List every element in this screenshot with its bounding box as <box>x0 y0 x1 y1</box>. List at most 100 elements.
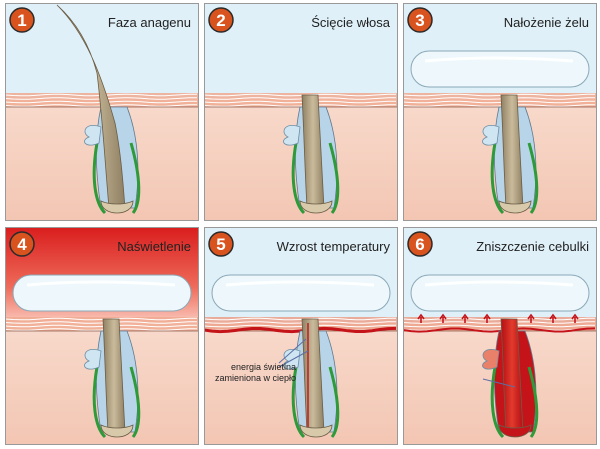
heat-arrow <box>549 313 557 323</box>
skin-line <box>403 100 596 104</box>
epidermis-layer <box>5 317 199 331</box>
step-number: 6 <box>415 235 424 254</box>
step-badge: 3 <box>407 7 433 33</box>
step-badge-circle <box>407 7 433 33</box>
sebaceous-gland <box>84 349 102 370</box>
skin-line <box>204 321 397 324</box>
skin-line <box>5 324 198 328</box>
gel-highlight <box>424 56 574 63</box>
skin-line <box>204 93 397 97</box>
panel-frame <box>5 3 199 221</box>
follicle-green-right <box>328 142 340 214</box>
skin-line <box>403 104 596 107</box>
step-badge: 4 <box>9 231 35 257</box>
step-number: 2 <box>216 11 225 30</box>
hair-bulb <box>299 200 333 214</box>
step-title: Zniszczenie cebulki <box>476 239 589 254</box>
panel-body <box>5 227 199 445</box>
skin-line <box>204 104 397 107</box>
panel-body <box>403 227 597 445</box>
annotation-arrow <box>482 378 516 388</box>
heat-arrow <box>483 313 491 323</box>
panel-4: 4 Naświetlenie <box>5 227 199 445</box>
sebaceous-gland <box>283 125 301 146</box>
annotation-arrow <box>278 350 309 368</box>
gel-highlight <box>225 280 375 287</box>
step-badge: 5 <box>208 231 234 257</box>
step-number: 4 <box>17 235 27 254</box>
follicle-green-left <box>92 142 107 215</box>
skin-line <box>5 328 198 331</box>
heat-arrow <box>417 313 425 323</box>
skin-line <box>403 97 596 100</box>
epidermis-layer <box>204 93 398 107</box>
hair-bulb <box>100 424 134 438</box>
hair-bulb <box>100 200 134 214</box>
hair-bulb <box>498 424 532 438</box>
hair-shaft <box>500 94 524 209</box>
step-badge: 1 <box>9 7 35 33</box>
step-title: Nałożenie żelu <box>504 15 589 30</box>
step-title: Naświetlenie <box>117 239 191 254</box>
follicle-green-right <box>129 366 141 438</box>
panel-body <box>5 3 199 221</box>
panel-body <box>204 3 398 221</box>
skin-line <box>204 100 397 104</box>
step-number: 5 <box>216 235 225 254</box>
follicle-green-right <box>527 142 539 214</box>
gel-highlight <box>424 280 574 287</box>
annotation-line-1: energia świetlna <box>231 362 296 372</box>
skin-line <box>204 97 397 100</box>
heat-arrow <box>461 313 469 323</box>
step-badge-circle <box>407 231 433 257</box>
hair-shaft <box>301 94 325 209</box>
follicle-green-right <box>328 366 340 438</box>
step-title: Ścięcie włosa <box>311 15 391 30</box>
panel-frame <box>403 3 597 221</box>
skin-line <box>5 321 198 324</box>
gel-layer <box>410 274 590 312</box>
follicle-green-left <box>92 366 107 439</box>
skin-line <box>403 93 596 97</box>
panel-frame <box>204 3 398 221</box>
step-badge-circle <box>208 7 234 33</box>
panel-2: 2 Ścięcie włosa <box>204 3 398 221</box>
skin-line <box>403 324 596 328</box>
panel-5: 5 Wzrost temperatury energia świetlnazamie… <box>204 227 398 445</box>
hair-bulb <box>299 424 333 438</box>
step-number: 3 <box>415 11 424 30</box>
skin-line <box>204 317 397 321</box>
follicle-green-right <box>129 142 141 214</box>
gel-layer <box>211 274 391 312</box>
step-number: 1 <box>17 11 26 30</box>
panel-frame <box>5 227 199 445</box>
follicle-green-left <box>291 366 306 439</box>
skin-line <box>403 321 596 324</box>
skin-line <box>403 317 596 321</box>
panel-6: 6 Zniszczenie cebulki <box>403 227 597 445</box>
step-badge: 2 <box>208 7 234 33</box>
panel-frame <box>204 227 398 445</box>
hair-shaft <box>56 4 126 209</box>
heat-arrow <box>527 313 535 323</box>
panel-frame <box>403 227 597 445</box>
step-badge-circle <box>9 231 35 257</box>
follicle-green-left <box>490 142 505 215</box>
heat-arrow <box>439 313 447 323</box>
follicle-green-left <box>291 142 306 215</box>
follicle-green-left <box>490 366 505 439</box>
step-badge-circle <box>9 7 35 33</box>
sebaceous-gland <box>283 349 301 370</box>
air-region <box>204 3 398 103</box>
panel-3: 3 Nałożenie żelu <box>403 3 597 221</box>
sebaceous-gland <box>84 125 102 146</box>
hair-bulb <box>498 200 532 214</box>
annotation-arrow <box>278 338 307 364</box>
annotation-line-2: zamieniona w ciepło <box>215 373 296 383</box>
step-title: Wzrost temperatury <box>277 239 391 254</box>
sebaceous-gland <box>482 349 500 370</box>
skin-line <box>5 317 198 321</box>
